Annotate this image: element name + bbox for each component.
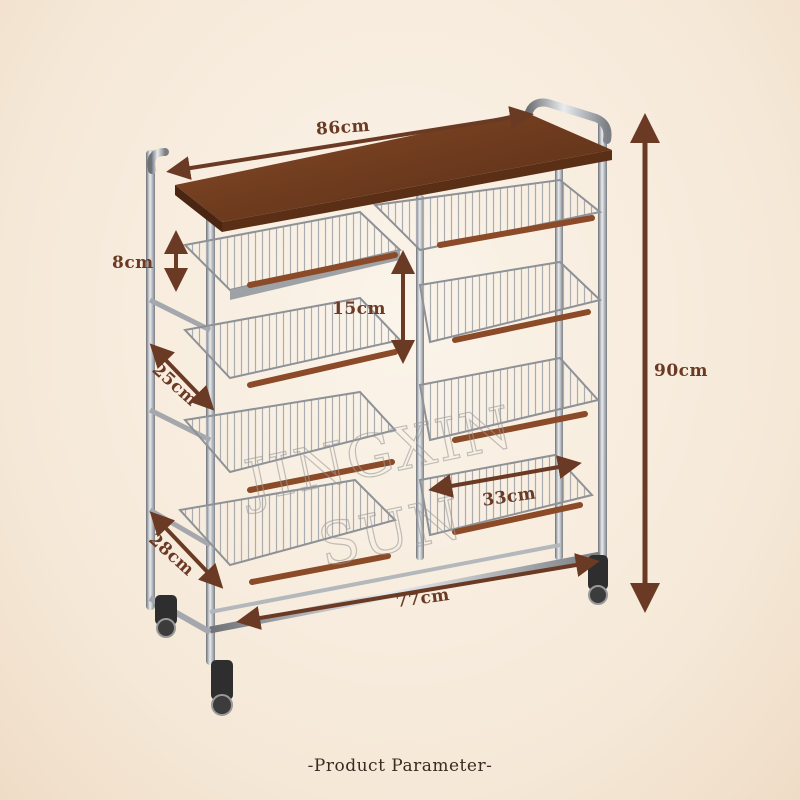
basket-left-3 [183,390,397,493]
basket-right-1 [372,178,603,252]
wheel-front-right [588,555,608,605]
wheel-front-left [211,660,233,716]
arrow-base-width [236,553,600,630]
label-width-top: 86cm [315,116,370,140]
label-height-total: 90cm [654,361,708,381]
label-basket-height: 8cm [112,253,154,273]
basket-right-2 [418,260,603,344]
basket-right-3 [418,356,600,443]
arrow-basket-depth [149,343,215,411]
dimension-arrows [149,106,660,630]
label-basket-spacing: 15cm [332,299,386,319]
label-base-width: 77cm [395,585,451,612]
wheel-back-left [155,595,177,638]
basket-left-1 [182,210,403,300]
arrow-basket-width [428,455,582,498]
arrow-width-top [166,106,534,180]
arrow-frame-depth [149,511,224,589]
caption-product-parameter: -Product Parameter- [307,756,493,776]
